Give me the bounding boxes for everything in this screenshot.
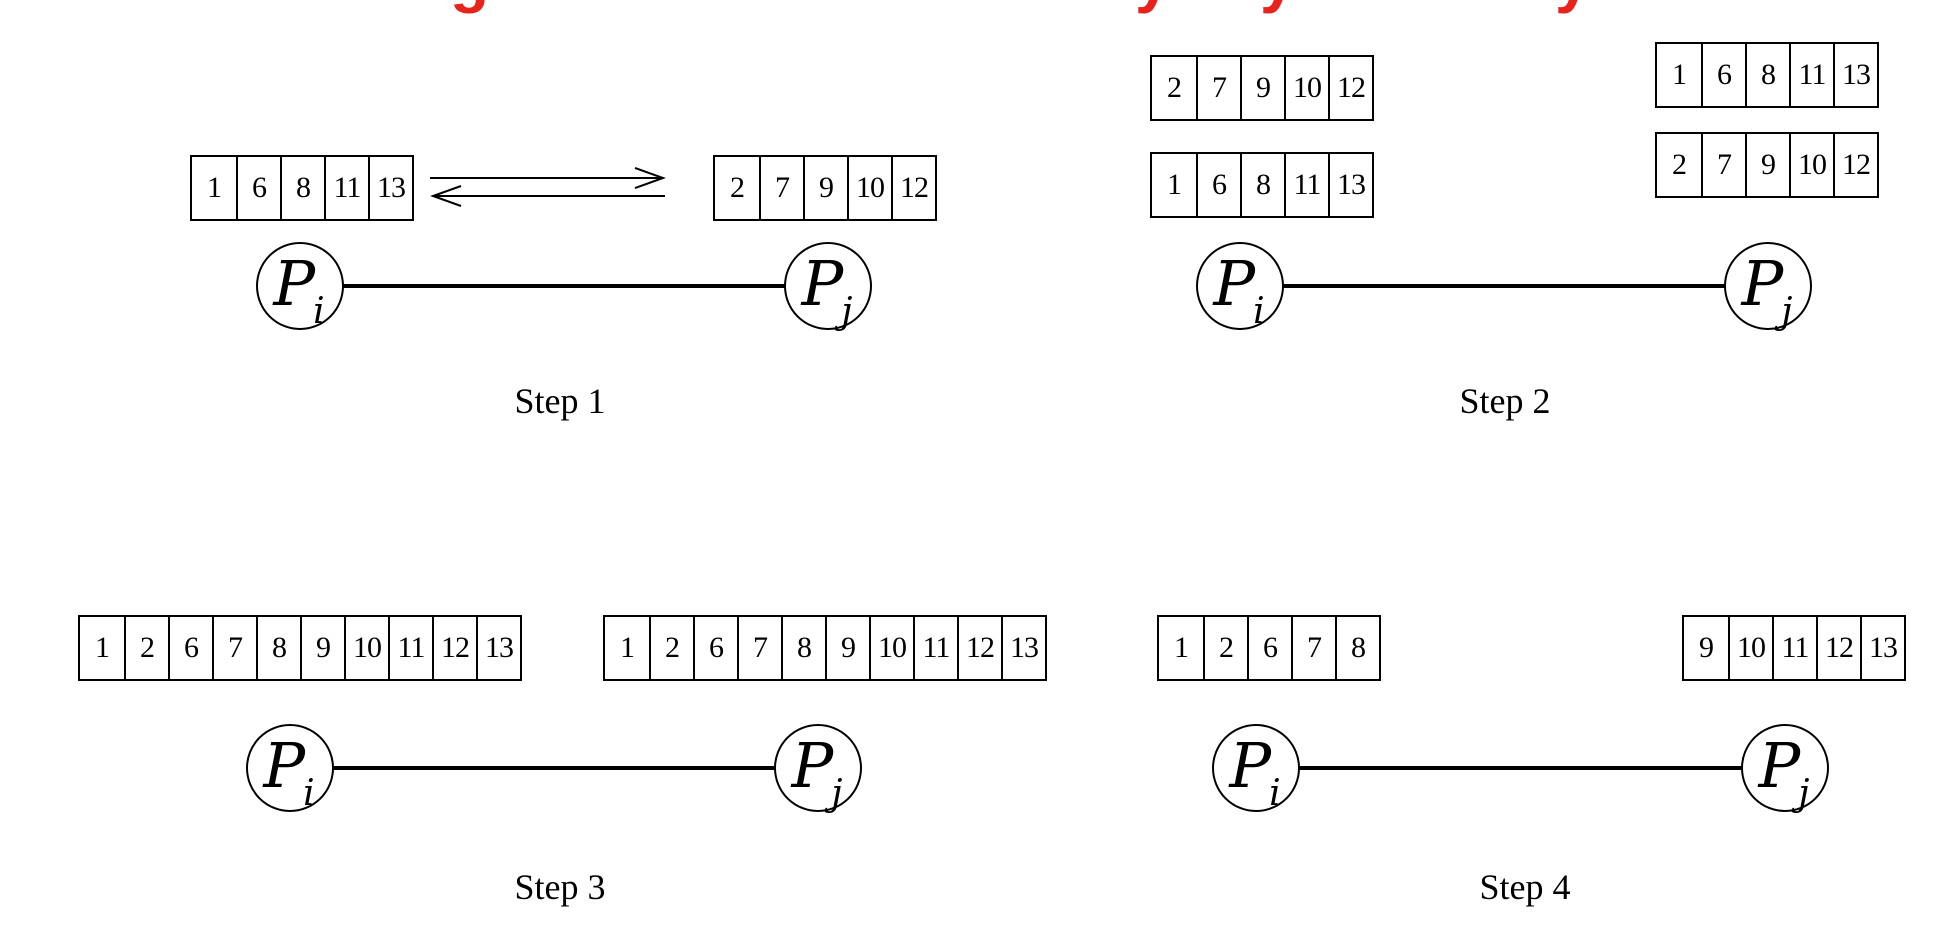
array-cell: 12	[1328, 57, 1372, 119]
array-cell: 8	[256, 617, 300, 679]
array-cell: 6	[1196, 154, 1240, 216]
array-cell: 9	[1240, 57, 1284, 119]
array-cell: 13	[476, 617, 520, 679]
step-4-node-pj: Pj	[1741, 724, 1829, 814]
array-cell: 2	[1203, 617, 1247, 679]
cropped-title-glyph: y	[1260, 0, 1296, 18]
array-cell: 2	[649, 617, 693, 679]
array-cell: 1	[1174, 631, 1189, 664]
array-cell: 12	[432, 617, 476, 679]
array-cell: 11	[1789, 44, 1833, 106]
array-cell: 9	[803, 157, 847, 219]
step-1-label: Step 1	[514, 381, 606, 421]
step-3-label: Step 3	[514, 867, 606, 907]
array-cell: 9	[1699, 631, 1714, 664]
array-cell: 8	[1335, 617, 1379, 679]
array-cell: 7	[737, 617, 781, 679]
array-cell: 6	[1247, 617, 1291, 679]
array-cell: 9	[300, 617, 344, 679]
array-cell: 6	[693, 617, 737, 679]
cropped-title-glyph: g	[450, 0, 489, 18]
step-2-link	[1240, 284, 1745, 288]
array-cell: 2	[124, 617, 168, 679]
step-2-label: Step 2	[1459, 381, 1551, 421]
exchange-arrows-icon	[430, 167, 666, 207]
cropped-title-glyph: y	[1135, 0, 1171, 18]
array-cell: 11	[388, 617, 432, 679]
array-cell: 13	[1860, 617, 1904, 679]
step-4-link	[1255, 766, 1760, 770]
step-3-node-pi: Pi	[246, 724, 334, 814]
step-2-node-pj: Pj	[1724, 242, 1812, 332]
array-cell: 7	[1701, 134, 1745, 196]
array-cell: 11	[1772, 617, 1816, 679]
array-cell: 10	[1728, 617, 1772, 679]
array-cell: 8	[781, 617, 825, 679]
step-2-node-pi: Pi	[1196, 242, 1284, 332]
array-cell: 10	[1789, 134, 1833, 196]
array-cell: 9	[1745, 134, 1789, 196]
array-cell: 10	[1284, 57, 1328, 119]
array-cell: 1	[620, 631, 635, 664]
step-3-link	[290, 766, 790, 770]
array-cell: 6	[168, 617, 212, 679]
step-1-node-pj: Pj	[784, 242, 872, 332]
array-cell: 13	[368, 157, 412, 219]
step-4-node-pi: Pi	[1212, 724, 1300, 814]
array-cell: 7	[1196, 57, 1240, 119]
array-cell: 2	[1167, 71, 1182, 104]
array-cell: 7	[759, 157, 803, 219]
array-cell: 10	[847, 157, 891, 219]
array-cell: 8	[280, 157, 324, 219]
step-3-node-pj: Pj	[774, 724, 862, 814]
array-cell: 1	[1167, 168, 1182, 201]
array-cell: 1	[207, 171, 222, 204]
array-cell: 7	[212, 617, 256, 679]
array-cell: 1	[1672, 58, 1687, 91]
array-cell: 8	[1745, 44, 1789, 106]
array-cell: 6	[1701, 44, 1745, 106]
cropped-title-glyph: y	[1555, 0, 1591, 18]
array-cell: 13	[1833, 44, 1877, 106]
array-cell: 12	[1816, 617, 1860, 679]
array-cell: 12	[1833, 134, 1877, 196]
step-1-link	[300, 284, 790, 288]
array-cell: 10	[344, 617, 388, 679]
array-cell: 8	[1240, 154, 1284, 216]
array-cell: 6	[236, 157, 280, 219]
array-cell: 7	[1291, 617, 1335, 679]
array-cell: 1	[95, 631, 110, 664]
array-cell: 11	[913, 617, 957, 679]
array-cell: 13	[1001, 617, 1045, 679]
array-cell: 10	[869, 617, 913, 679]
array-cell: 12	[891, 157, 935, 219]
array-cell: 2	[730, 171, 745, 204]
step-1-node-pi: Pi	[256, 242, 344, 332]
cropped-title: g y y y	[0, 0, 1934, 18]
array-cell: 2	[1672, 148, 1687, 181]
step-4-label: Step 4	[1479, 867, 1571, 907]
array-cell: 11	[1284, 154, 1328, 216]
array-cell: 13	[1328, 154, 1372, 216]
array-cell: 9	[825, 617, 869, 679]
array-cell: 11	[324, 157, 368, 219]
array-cell: 12	[957, 617, 1001, 679]
